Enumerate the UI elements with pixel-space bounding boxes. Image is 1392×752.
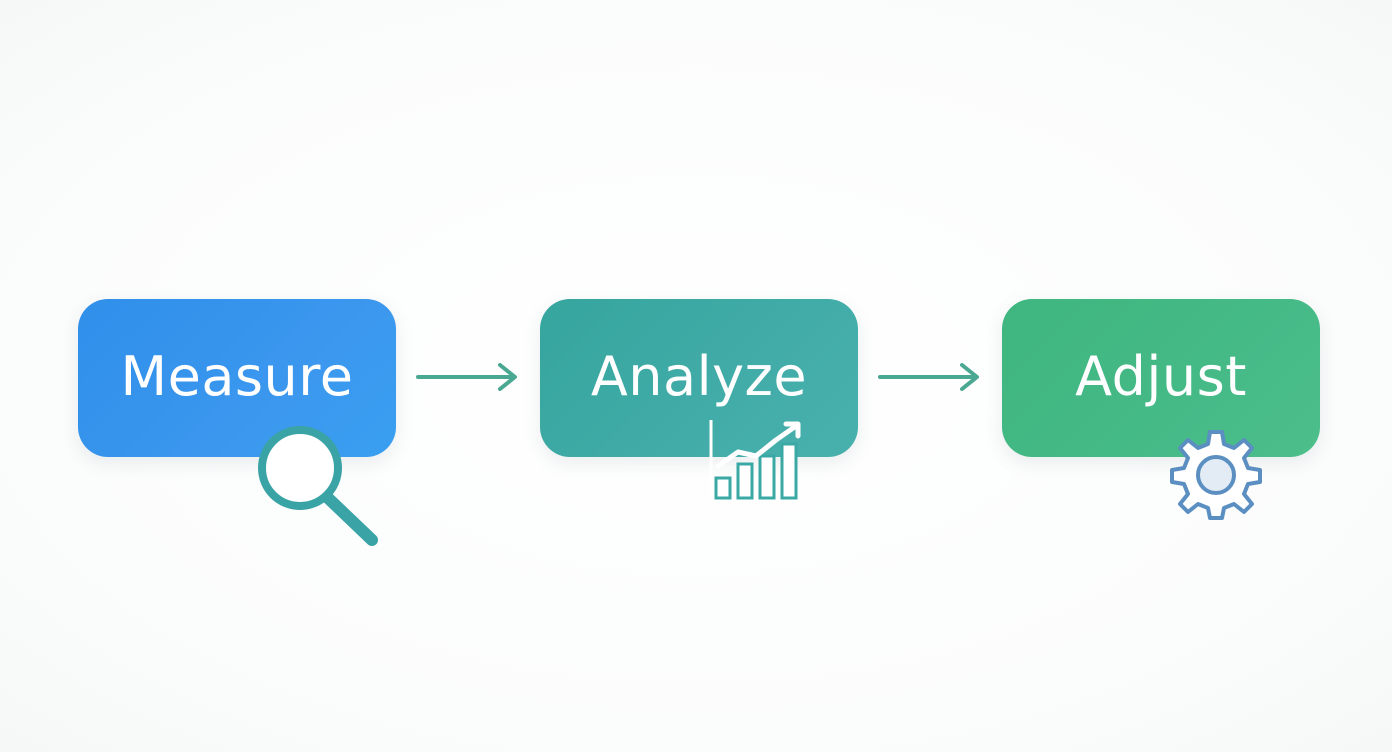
arrow-right-icon (878, 363, 979, 391)
step-analyze-label: Analyze (590, 344, 808, 408)
bar-chart-trend-icon (709, 420, 804, 502)
magnifying-glass-icon (258, 426, 378, 546)
gear-icon (1170, 430, 1262, 520)
arrow-right-icon (416, 363, 517, 391)
step-analyze: Analyze (540, 299, 858, 457)
step-measure: Measure (78, 299, 396, 457)
step-adjust: Adjust (1002, 299, 1320, 457)
step-adjust-label: Adjust (1075, 344, 1247, 408)
step-measure-label: Measure (120, 344, 354, 408)
